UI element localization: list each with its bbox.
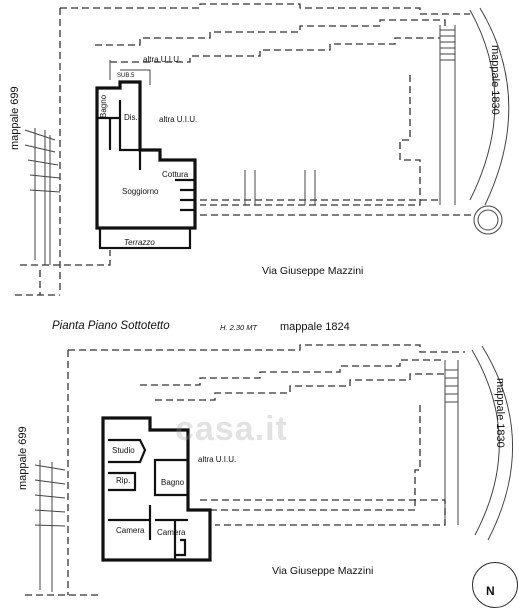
ground-floor-lines [15,3,510,296]
cottura-label: Cottura [162,170,189,179]
soggiorno-label: Soggiorno [122,187,159,196]
terrazzo-label: Terrazzo [124,238,155,247]
altra-uiu-label-top: altra U.I.U. [143,55,182,64]
rip-label: Rip. [116,476,131,485]
mappale-1830-label-attic: mappale 1830 [494,378,506,448]
attic-height-note: H. 2.30 MT [220,323,258,332]
street-label-attic: Via Giuseppe Mazzini [272,565,374,577]
mappale-699-label-ground: mappale 699 [9,86,21,150]
watermark: casa.it [175,410,288,448]
sub-label: SUB.5 [117,73,135,79]
street-label-ground: Via Giuseppe Mazzini [262,265,364,277]
attic-title: Pianta Piano Sottotetto [52,320,170,332]
compass-icon [472,562,518,608]
attic-floor-lines [25,344,514,596]
bagno-label-attic: Bagno [161,478,185,487]
compass-north-letter: N [486,584,495,598]
altra-uiu-label-attic: altra U.I.U. [198,455,237,464]
bagno-label-ground: Bagno [99,94,108,118]
studio-label: Studio [112,446,135,455]
mappale-699-label-attic: mappale 699 [17,426,29,490]
mappale-1830-label-ground: mappale 1830 [489,45,501,115]
dis-label: Dis. [124,113,138,122]
camera-label-2: Camera [157,528,186,537]
camera-label-1: Camera [116,526,145,535]
mappale-1824-label: mappale 1824 [280,321,350,333]
altra-uiu-label-mid: altra U.I.U. [159,115,198,124]
